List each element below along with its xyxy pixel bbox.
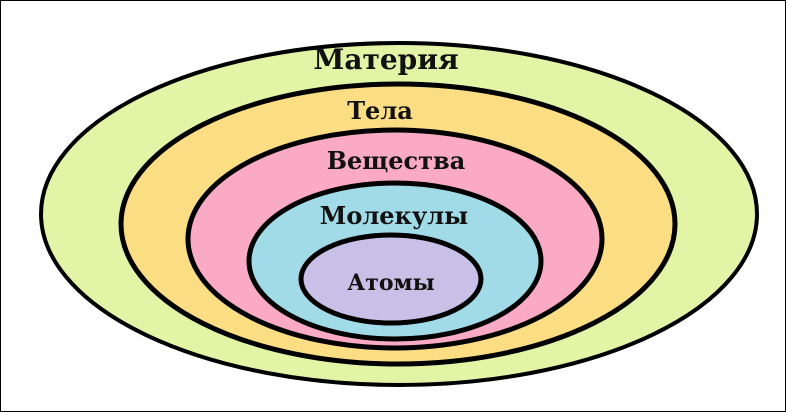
label-veshchestva: Вещества [327, 146, 466, 175]
label-atomy: Атомы [347, 270, 434, 296]
label-tela: Тела [347, 96, 413, 125]
ring-atomy [298, 232, 484, 326]
label-materiya: Материя [313, 43, 458, 76]
label-molekuly: Молекулы [320, 201, 468, 230]
